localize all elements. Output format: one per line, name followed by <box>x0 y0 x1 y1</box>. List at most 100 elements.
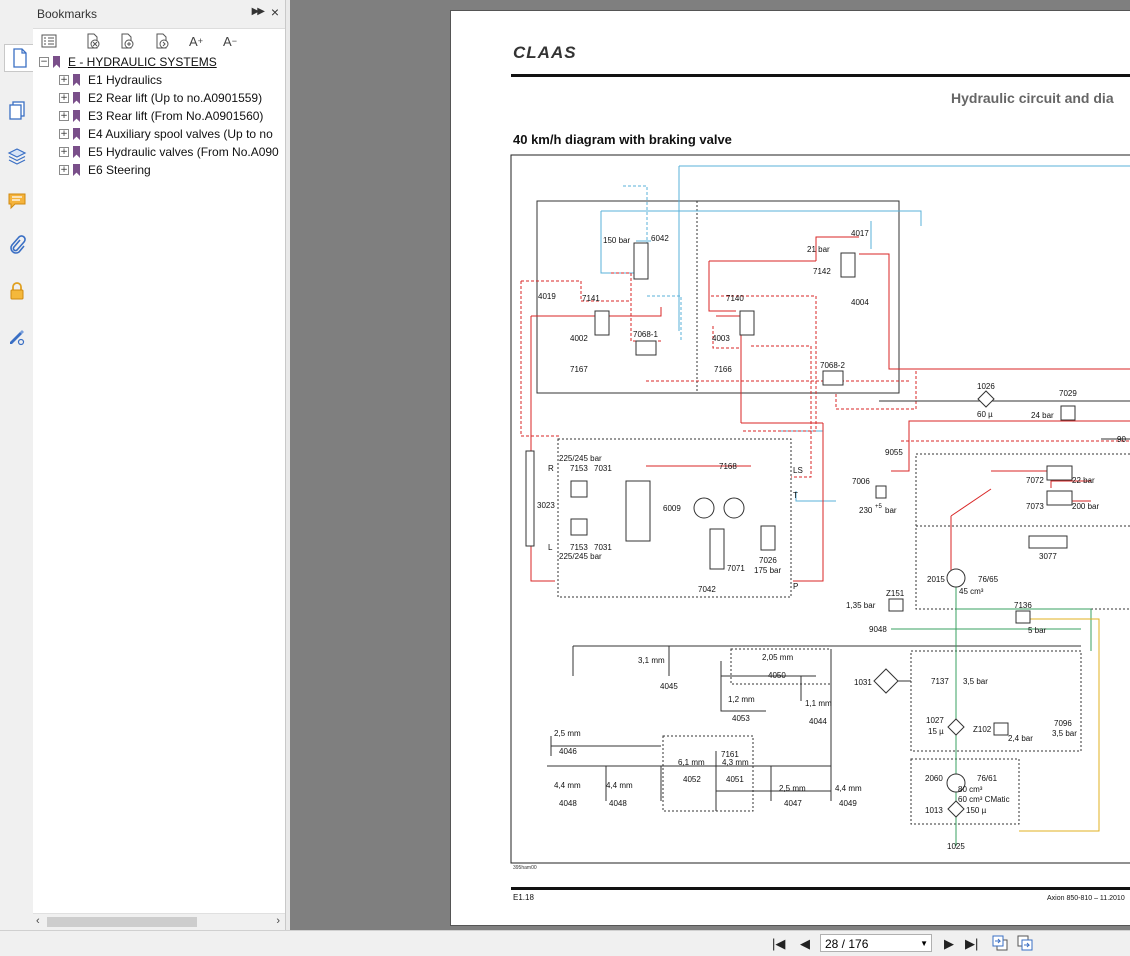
bookmark-item-e4[interactable]: + E4 Auxiliary spool valves (Up to no <box>59 125 273 143</box>
footer-section: E1.18 <box>513 893 534 902</box>
svg-text:Z102: Z102 <box>973 725 992 734</box>
bookmark-label: E4 Auxiliary spool valves (Up to no <box>88 127 273 141</box>
bookmark-item-e5[interactable]: + E5 Hydraulic valves (From No.A090 <box>59 143 279 161</box>
expand-toggle-icon[interactable]: + <box>59 111 69 121</box>
first-page-icon[interactable]: |◀ <box>772 936 786 951</box>
collapse-toggle-icon[interactable]: − <box>39 57 49 67</box>
page-number-field[interactable]: 28 / 176 ▼ <box>820 934 932 952</box>
panel-splitter[interactable] <box>286 0 290 930</box>
increase-font-icon[interactable]: A+ <box>189 33 203 49</box>
svg-text:5 bar: 5 bar <box>1028 626 1047 635</box>
svg-text:7042: 7042 <box>698 585 716 594</box>
expand-bookmark-icon[interactable] <box>152 32 172 50</box>
page-icon <box>12 48 27 68</box>
bookmark-item-e6[interactable]: + E6 Steering <box>59 161 151 179</box>
svg-text:60 µ: 60 µ <box>977 410 993 419</box>
comments-button[interactable] <box>4 188 30 214</box>
svg-text:200 bar: 200 bar <box>1072 502 1099 511</box>
svg-text:22 bar: 22 bar <box>1072 476 1095 485</box>
attachments-button[interactable] <box>4 232 30 258</box>
svg-text:7068-1: 7068-1 <box>633 330 658 339</box>
svg-text:7166: 7166 <box>714 365 732 374</box>
scroll-left-icon[interactable]: ‹ <box>36 915 40 927</box>
navigation-toolbar <box>0 0 34 955</box>
collapse-panel-icon[interactable]: ▶▶ <box>251 6 265 17</box>
svg-text:Z151: Z151 <box>886 589 905 598</box>
chevron-down-icon[interactable]: ▼ <box>920 939 928 948</box>
close-icon[interactable]: × <box>270 4 279 20</box>
svg-text:2,4 bar: 2,4 bar <box>1008 734 1033 743</box>
expand-toggle-icon[interactable]: + <box>59 129 69 139</box>
svg-text:4049: 4049 <box>839 799 857 808</box>
security-button[interactable] <box>4 278 30 304</box>
bookmarks-toolbar: A+ A− <box>33 29 285 51</box>
svg-text:4,4 mm: 4,4 mm <box>835 784 862 793</box>
bookmark-label: E5 Hydraulic valves (From No.A090 <box>88 145 279 159</box>
svg-text:7096: 7096 <box>1054 719 1072 728</box>
svg-text:3,1 mm: 3,1 mm <box>638 656 665 665</box>
expand-toggle-icon[interactable]: + <box>59 147 69 157</box>
decrease-font-icon[interactable]: A− <box>223 33 237 49</box>
scrollbar-thumb[interactable] <box>47 917 197 927</box>
bookmark-icon <box>73 128 80 140</box>
bookmark-item-e2[interactable]: + E2 Rear lift (Up to no.A0901559) <box>59 89 262 107</box>
svg-text:1025: 1025 <box>947 842 965 851</box>
bookmark-root[interactable]: − E - HYDRAULIC SYSTEMS <box>39 53 217 71</box>
svg-text:1,2 mm: 1,2 mm <box>728 695 755 704</box>
svg-text:7031: 7031 <box>594 464 612 473</box>
pages-button[interactable] <box>4 98 30 124</box>
svg-text:7068-2: 7068-2 <box>820 361 845 370</box>
document-view[interactable]: CLAAS Hydraulic circuit and dia 40 km/h … <box>290 0 1130 930</box>
signatures-button[interactable] <box>4 324 30 350</box>
expand-toggle-icon[interactable]: + <box>59 165 69 175</box>
next-page-icon[interactable]: ▶ <box>944 936 954 951</box>
previous-view-icon[interactable] <box>991 934 1009 955</box>
svg-text:150 µ: 150 µ <box>966 806 987 815</box>
layers-button[interactable] <box>4 143 30 169</box>
svg-text:4004: 4004 <box>851 298 869 307</box>
expand-toggle-icon[interactable]: + <box>59 75 69 85</box>
svg-text:7142: 7142 <box>813 267 831 276</box>
drawing-code: 395ham00 <box>513 865 537 871</box>
scroll-right-icon[interactable]: › <box>276 915 280 927</box>
svg-text:9048: 9048 <box>869 625 887 634</box>
svg-text:4,3 mm: 4,3 mm <box>722 758 749 767</box>
svg-text:4048: 4048 <box>609 799 627 808</box>
svg-text:90: 90 <box>1117 435 1126 444</box>
svg-text:7141: 7141 <box>582 294 600 303</box>
svg-text:1031: 1031 <box>854 678 872 687</box>
svg-text:1,1 mm: 1,1 mm <box>805 699 832 708</box>
expand-toggle-icon[interactable]: + <box>59 93 69 103</box>
delete-bookmark-icon[interactable] <box>83 32 103 50</box>
pen-signature-icon <box>10 330 25 346</box>
svg-text:+5: +5 <box>875 504 883 510</box>
svg-text:4053: 4053 <box>732 714 750 723</box>
bookmark-item-e3[interactable]: + E3 Rear lift (From No.A0901560) <box>59 107 263 125</box>
bookmark-options-icon[interactable] <box>39 32 59 50</box>
next-view-icon[interactable] <box>1016 934 1034 955</box>
footer-model: Axion 850-810 – 11.2010 <box>1047 895 1125 902</box>
brand-logo: CLAAS <box>513 43 577 62</box>
previous-page-icon[interactable]: ◀ <box>800 936 810 951</box>
page-thumbnails-button[interactable] <box>4 44 34 72</box>
pdf-page: CLAAS Hydraulic circuit and dia 40 km/h … <box>450 10 1130 926</box>
svg-text:7153: 7153 <box>570 464 588 473</box>
svg-text:7072: 7072 <box>1026 476 1044 485</box>
svg-text:230: 230 <box>859 506 873 515</box>
svg-text:7136: 7136 <box>1014 601 1032 610</box>
bookmark-icon <box>73 92 80 104</box>
svg-text:1026: 1026 <box>977 382 995 391</box>
bookmark-item-e1[interactable]: + E1 Hydraulics <box>59 71 162 89</box>
svg-text:7029: 7029 <box>1059 389 1077 398</box>
svg-text:7137: 7137 <box>931 677 949 686</box>
svg-text:3023: 3023 <box>537 501 555 510</box>
new-bookmark-icon[interactable] <box>117 32 137 50</box>
horizontal-scrollbar[interactable]: ‹ › <box>33 913 285 930</box>
svg-text:4051: 4051 <box>726 775 744 784</box>
svg-text:80 cm³: 80 cm³ <box>958 785 983 794</box>
last-page-icon[interactable]: ▶| <box>965 936 979 951</box>
svg-text:3,5 bar: 3,5 bar <box>963 677 988 686</box>
svg-text:24 bar: 24 bar <box>1031 411 1054 420</box>
svg-text:4003: 4003 <box>712 334 730 343</box>
